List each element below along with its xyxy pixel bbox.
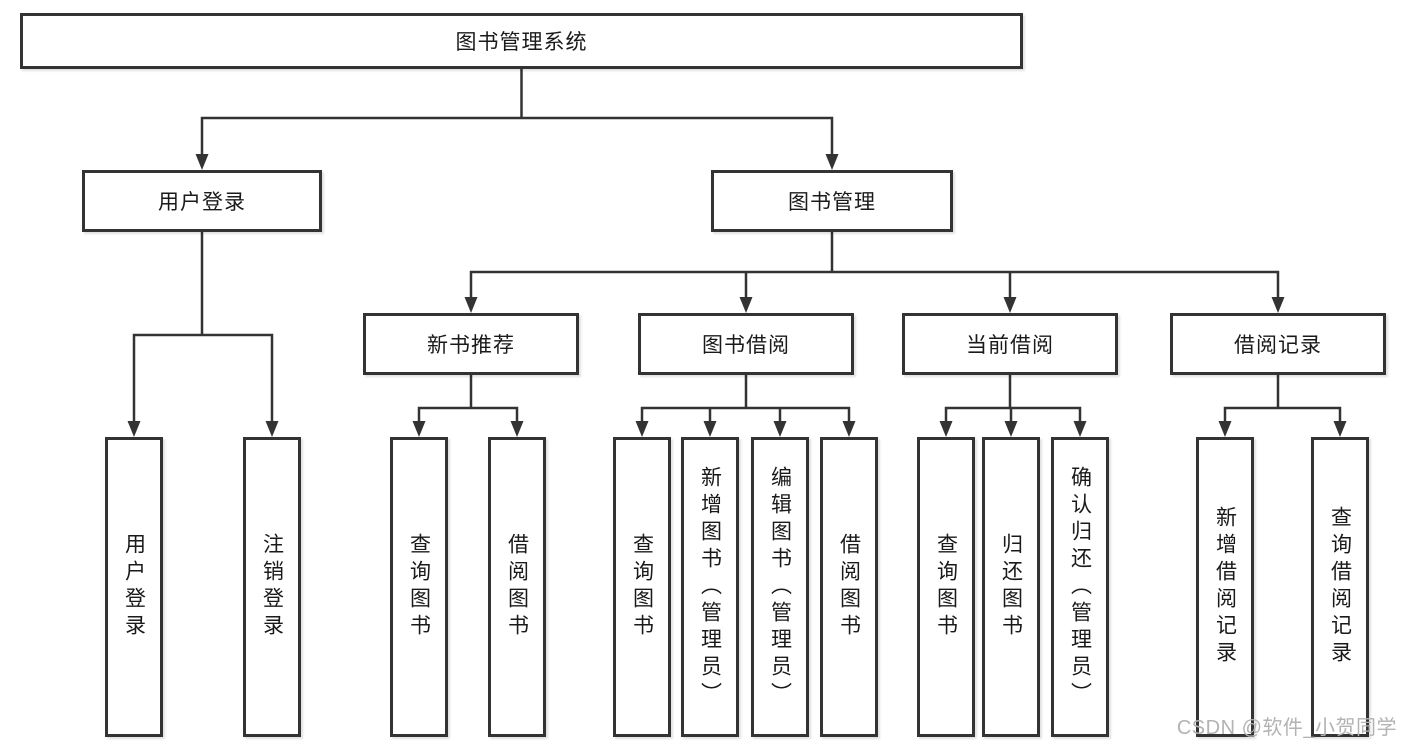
leaf-label: 借阅图书 — [837, 533, 861, 641]
arrowheads — [127, 154, 1347, 437]
leaf-label: 确认归还（管理员） — [1068, 465, 1092, 709]
leaf-label: 查询图书 — [630, 533, 654, 641]
leaf-label: 借阅图书 — [505, 533, 529, 641]
leaf-user-login: 用户登录 — [105, 437, 163, 737]
leaf-add-books-admin: 新增图书（管理员） — [681, 437, 739, 737]
node-label: 图书管理 — [788, 191, 876, 214]
leaf-return-books: 归还图书 — [982, 437, 1040, 737]
node-label: 当前借阅 — [966, 334, 1054, 357]
node-new-book-recommend: 新书推荐 — [363, 313, 579, 375]
leaf-query-books-recommend: 查询图书 — [390, 437, 448, 737]
leaf-label: 归还图书 — [999, 533, 1023, 641]
leaf-borrow-books-borrowing: 借阅图书 — [820, 437, 878, 737]
leaf-borrow-books-recommend: 借阅图书 — [488, 437, 546, 737]
leaf-label: 新增图书（管理员） — [698, 465, 722, 709]
node-book-borrowing: 图书借阅 — [638, 313, 854, 375]
leaf-logout-login: 注销登录 — [243, 437, 301, 737]
watermark-text: CSDN @软件_小贺同学 — [1176, 717, 1397, 739]
leaf-add-borrow-record: 新增借阅记录 — [1196, 437, 1254, 737]
leaf-query-books-borrowing: 查询图书 — [613, 437, 671, 737]
leaf-label: 查询借阅记录 — [1328, 506, 1352, 668]
leaf-label: 编辑图书（管理员） — [768, 465, 792, 709]
leaf-query-borrow-record: 查询借阅记录 — [1311, 437, 1369, 737]
node-label: 新书推荐 — [427, 334, 515, 357]
node-borrowing-records: 借阅记录 — [1170, 313, 1386, 375]
node-current-borrowing: 当前借阅 — [902, 313, 1118, 375]
node-book-management: 图书管理 — [711, 170, 953, 232]
leaf-label: 注销登录 — [260, 533, 284, 641]
node-label: 借阅记录 — [1234, 334, 1322, 357]
leaf-edit-books-admin: 编辑图书（管理员） — [751, 437, 809, 737]
leaf-label: 用户登录 — [122, 533, 146, 641]
leaf-confirm-return-admin: 确认归还（管理员） — [1051, 437, 1109, 737]
node-user-login: 用户登录 — [82, 170, 322, 232]
node-library-system: 图书管理系统 — [20, 13, 1023, 69]
leaf-label: 查询图书 — [407, 533, 431, 641]
leaf-label: 查询图书 — [934, 533, 958, 641]
node-label: 用户登录 — [158, 191, 246, 214]
node-label: 图书管理系统 — [455, 31, 588, 54]
leaf-query-books-current: 查询图书 — [917, 437, 975, 737]
node-label: 图书借阅 — [702, 334, 790, 357]
leaf-label: 新增借阅记录 — [1213, 506, 1237, 668]
